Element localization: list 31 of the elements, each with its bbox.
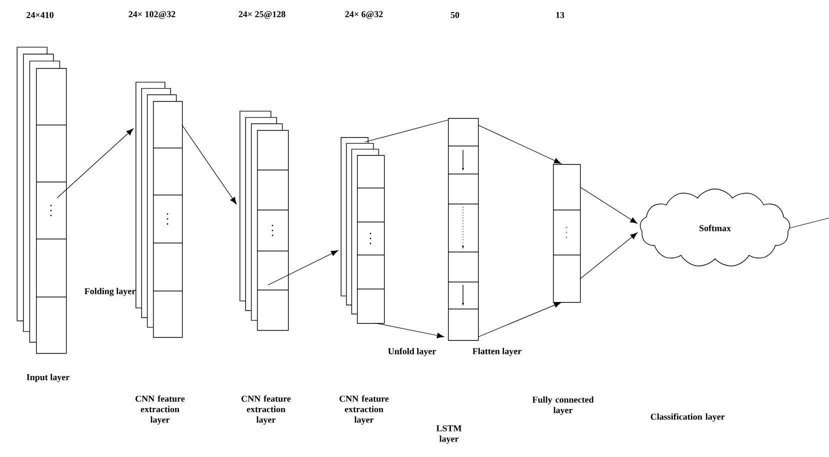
- dimension-label: 13: [556, 12, 564, 18]
- lstm-column: [448, 118, 479, 341]
- layer-label: LSTM layer: [436, 425, 462, 444]
- dimension-label: 24× 25@128: [238, 11, 286, 19]
- layer-label: Input layer: [26, 374, 70, 382]
- arrow: [374, 322, 444, 338]
- arrow: [580, 186, 638, 224]
- layer-label: Classification layer: [650, 413, 725, 422]
- dimension-label: 24× 6@32: [345, 11, 383, 19]
- layer-stack: [240, 110, 289, 331]
- dimension-label: 50: [450, 12, 460, 18]
- layer-label: Flatten layer: [472, 348, 522, 356]
- layer-label: CNN feature extraction layer: [242, 395, 291, 425]
- arrow: [580, 232, 638, 280]
- layer-label: CNN feature extraction layer: [340, 395, 389, 425]
- arrow: [478, 124, 562, 164]
- arrow: [268, 250, 338, 286]
- arrow: [182, 124, 237, 204]
- softmax-cloud: Softmax: [640, 188, 790, 266]
- layer-stack: [16, 46, 67, 354]
- dimension-label: 24×410: [26, 12, 54, 18]
- arrow: [56, 128, 134, 198]
- layer-stack: [340, 137, 385, 324]
- neuron-column: [552, 164, 581, 303]
- layer-label: CNN feature extraction layer: [136, 395, 185, 425]
- dimension-label: 24× 102@32: [128, 11, 176, 19]
- layer-label: Fully connected layer: [532, 396, 594, 416]
- layer-stack: [136, 82, 183, 338]
- layer-label: Folding layer: [84, 288, 136, 296]
- layer-label: Unfold layer: [388, 348, 436, 356]
- arrow: [478, 302, 562, 338]
